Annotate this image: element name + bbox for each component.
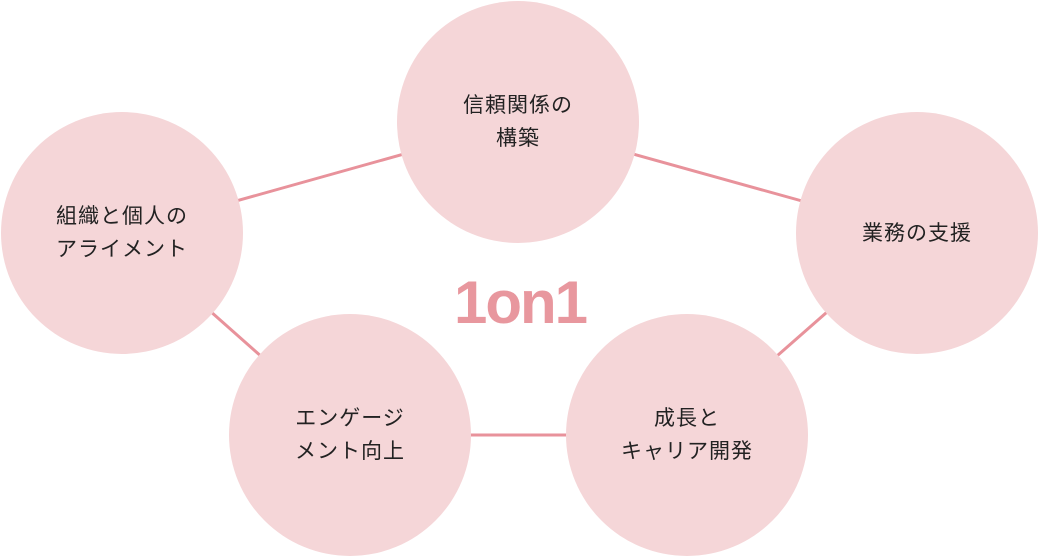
node-label-line1: 信頼関係の (463, 93, 573, 117)
center-label: 1on1 (453, 269, 588, 336)
node-label-line1: エンゲージ (295, 406, 405, 430)
node-trust-building: 信頼関係の構築 (397, 1, 639, 243)
node-engagement: エンゲージメント向上 (229, 314, 471, 556)
node-label-line1: 業務の支援 (862, 220, 972, 245)
node-label-line2: アライメント (56, 237, 188, 261)
node-label-line2: メント向上 (295, 439, 405, 463)
node-label-line2: キャリア開発 (621, 439, 753, 463)
node-career-growth: 成長とキャリア開発 (566, 314, 808, 556)
node-alignment: 組織と個人のアライメント (1, 112, 243, 354)
node-label-line1: 組織と個人の (56, 204, 188, 228)
node-work-support: 業務の支援 (796, 112, 1038, 354)
node-label-line1: 成長と (654, 406, 720, 430)
node-label-line2: 構築 (496, 126, 540, 150)
